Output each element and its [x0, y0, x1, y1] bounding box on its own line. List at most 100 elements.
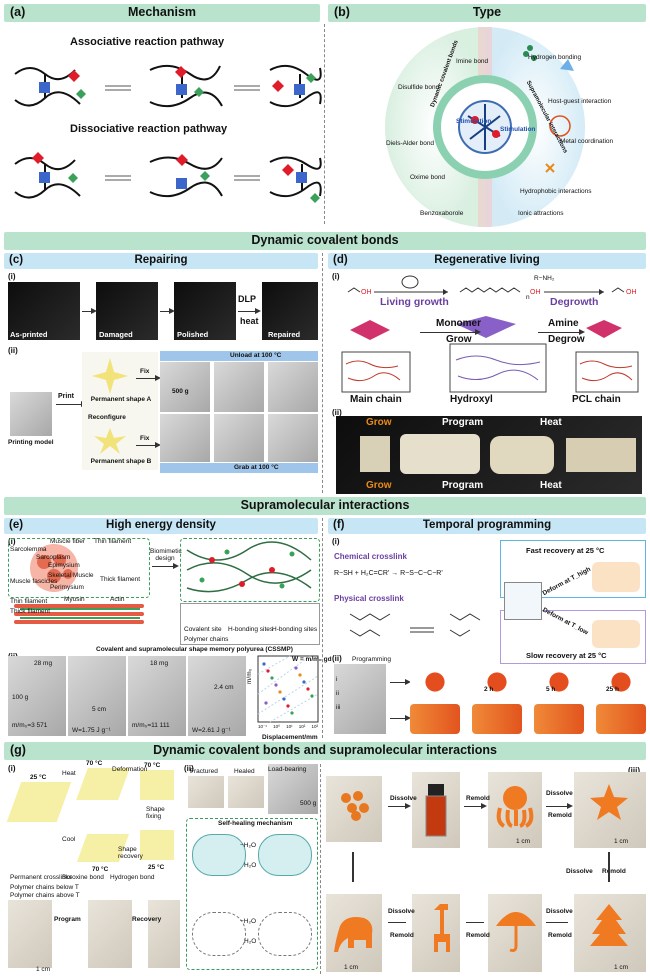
self-healing-title: Self-healing mechanism	[218, 820, 293, 827]
legend-polymer-chains: Polymer chains	[184, 636, 229, 643]
cat-repaired-photo	[262, 282, 318, 340]
x-tick: 10⁻¹	[258, 724, 267, 729]
legend-boroxine: Boroxine bond	[62, 874, 104, 881]
panel-c-header: (c) Repairing	[4, 253, 318, 269]
self-healing-box	[186, 818, 318, 970]
program-label: Program	[54, 916, 81, 923]
amine-reagent-label: R−NH₂	[534, 275, 555, 282]
legend-below-t: Polymer chains below T	[10, 884, 79, 891]
divider-cd	[322, 253, 323, 493]
sheet-25c	[6, 782, 72, 822]
arrow-left-icon	[546, 922, 568, 923]
y-axis-label: m/m₀	[246, 668, 253, 684]
muscle-bundle-icon	[30, 544, 78, 592]
dlp-label: DLP	[238, 294, 256, 304]
divider-ab	[324, 24, 325, 224]
remold-label-4: Remold	[548, 932, 572, 939]
time-25h: 25 h	[606, 686, 620, 693]
polymer-reaction-scheme: OH OH OH	[347, 275, 637, 296]
ratio-11111: m/m₀=11 111	[132, 722, 170, 729]
arrow-icon	[160, 307, 175, 314]
weight-500g-g: 500 g	[300, 800, 317, 807]
mass-28mg: 28 mg	[34, 660, 53, 667]
panel-a-header: (a) Mechanism	[4, 4, 320, 22]
program-step-top: Program	[442, 417, 484, 428]
scatter-point	[310, 694, 314, 698]
dissolve-label-2: Dissolve	[546, 790, 573, 797]
scale-1cm-d: 1 cm	[614, 964, 629, 971]
hydrogen-bonding-label: Hydrogen bonding	[528, 54, 582, 61]
arrow-icon	[420, 328, 481, 335]
glove-2h-photo	[472, 704, 522, 734]
network-box	[180, 538, 320, 602]
metal-coordination-label: Metal coordination	[560, 138, 614, 145]
fast-recovery-box	[500, 540, 646, 598]
arrow-icon	[136, 374, 161, 381]
deformed-low-icon	[592, 620, 640, 648]
orange-pellets-icon	[341, 791, 369, 821]
water-2: H₂O	[244, 938, 257, 945]
section-supra-header: Supramolecular interactions	[4, 497, 646, 515]
octopus-5h-photo	[534, 664, 584, 700]
svg-text:OH: OH	[530, 289, 541, 296]
scale-1cm-b: 1 cm	[516, 838, 531, 845]
x-axis-label: Displacement/mm	[262, 734, 318, 741]
arrow-icon	[152, 562, 179, 569]
weight-photo-5	[214, 414, 264, 462]
lattice-medium	[400, 434, 480, 474]
type-circle-diagram	[385, 27, 585, 227]
healed-photo	[228, 776, 264, 808]
panel-f-ii: (ii)	[332, 654, 342, 663]
grab-label: Grab at 100 °C	[234, 464, 279, 471]
x-tick: 10⁰	[273, 724, 280, 729]
monomer-label: Monomer	[436, 318, 481, 329]
octopus-programmed-photo	[334, 664, 386, 734]
temp-70-a: 70 °C	[86, 760, 103, 767]
arrow-icon	[82, 307, 97, 314]
blue-block-icon	[39, 82, 50, 93]
network-square	[504, 582, 542, 620]
giraffe-mold-photo	[412, 894, 460, 972]
heat-label: heat	[240, 316, 259, 326]
benzoxaborole-label: Benzoxaborole	[420, 210, 464, 217]
heal-state-1	[192, 834, 246, 876]
cat-polished-photo	[174, 282, 236, 340]
arrow-up-icon	[352, 852, 354, 882]
lattice-small	[360, 436, 390, 472]
umbrella-icon	[496, 912, 536, 952]
legend-main-chain: Main chain	[350, 394, 402, 405]
sheet-25c-b	[140, 830, 174, 860]
temp-25-a: 25 °C	[30, 774, 47, 781]
diels-alder-label: Diels-Alder bond	[386, 140, 435, 147]
shape-recovery-label: Shape recovery	[118, 846, 143, 860]
thick-filament-label: Thick filament	[10, 608, 51, 615]
section-dcb-header: Dynamic covalent bonds	[4, 232, 646, 250]
healed-label: Healed	[234, 768, 255, 775]
panel-d-ii: (ii)	[332, 408, 342, 417]
roman-ii: ii	[336, 690, 339, 697]
panel-d-label: (d)	[333, 254, 348, 266]
scatter-point	[264, 701, 268, 705]
physical-crosslink-label: Physical crosslink	[334, 594, 404, 603]
sheet-70c-b	[140, 770, 174, 800]
scatter-point	[278, 690, 282, 694]
panel-g-ii: (ii)	[184, 764, 194, 773]
disp-5cm: 5 cm	[92, 706, 107, 713]
water-1: H₂O	[244, 862, 257, 869]
panel-b-title: Type	[472, 5, 502, 19]
degrowth-label: Degrowth	[550, 296, 599, 308]
work-2-61: W=2.61 J g⁻¹	[192, 727, 231, 734]
hydrophobic-label: Hydrophobic interactions	[520, 188, 592, 195]
arrow-left-icon	[388, 922, 406, 923]
fractured-label: Fractured	[190, 768, 218, 775]
roman-i: i	[336, 676, 338, 683]
panel-d-header: (d) Regenerative living	[328, 253, 646, 269]
arrow-icon	[238, 307, 261, 314]
network-icon	[186, 541, 312, 593]
arrow-icon	[390, 714, 411, 721]
time-2h: 2 h	[484, 686, 494, 693]
repeat-n-label: n	[526, 294, 530, 301]
bird-photo-3	[148, 900, 180, 968]
scatter-point	[270, 676, 274, 680]
panel-e-label: (e)	[9, 519, 24, 531]
